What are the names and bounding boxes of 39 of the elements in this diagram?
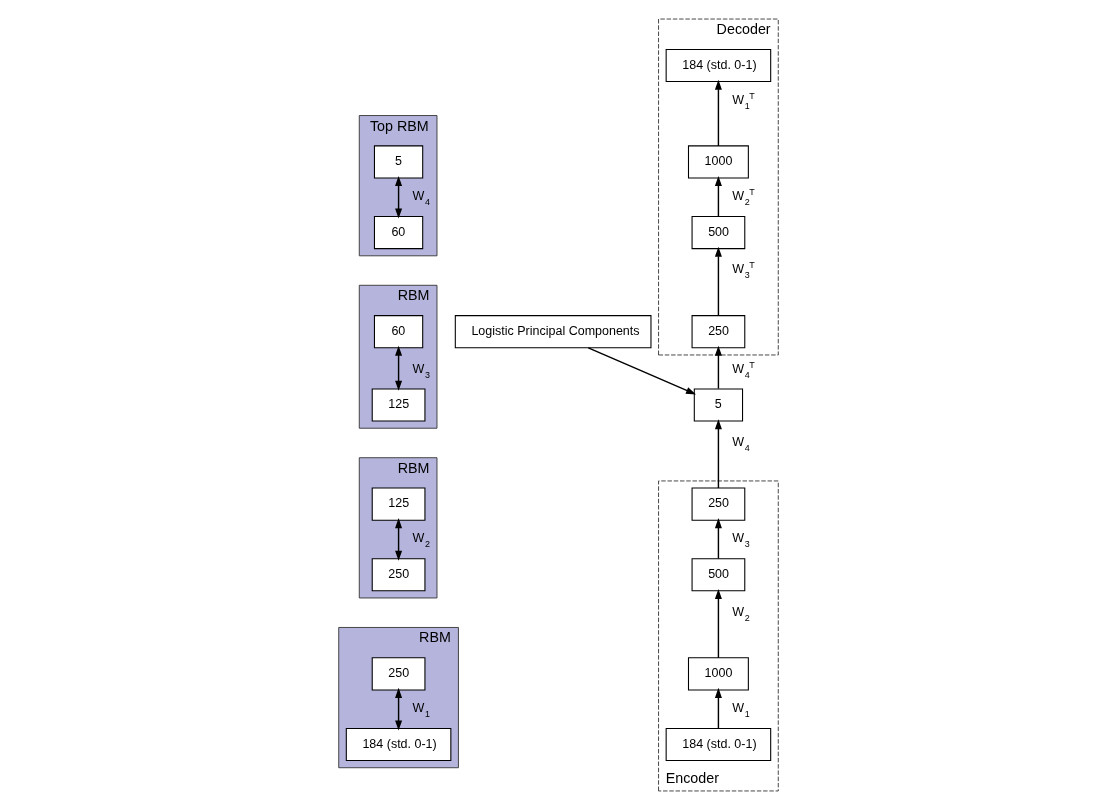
node-box: 125 <box>371 487 426 521</box>
arrow <box>714 687 722 730</box>
arrow <box>714 175 722 218</box>
node-box: 184 (std. 0-1) <box>665 48 772 83</box>
node-box: 5 <box>373 145 424 179</box>
node-box: 184 (std. 0-1) <box>665 727 772 762</box>
node-box: 60 <box>373 215 424 250</box>
edge-label: W$_{4}$ <box>732 434 750 453</box>
node-box: 250 <box>691 315 746 349</box>
arrow <box>714 345 722 390</box>
edge-label: W$_{3}$ <box>732 531 750 550</box>
node-box: 1000 <box>687 657 749 691</box>
node-box: 184 (std. 0-1) <box>345 727 452 762</box>
arrow <box>395 687 403 731</box>
arrow <box>587 347 696 395</box>
arrow <box>714 588 722 659</box>
arrow <box>714 419 722 489</box>
edge-label: W$_{1}$ <box>732 701 750 720</box>
arrow <box>714 246 722 317</box>
node-box: 5 <box>693 388 744 422</box>
node-box: 250 <box>371 657 426 691</box>
edge-label: W$_{3}$ <box>412 361 430 380</box>
arrow <box>714 518 722 560</box>
node-box: 125 <box>371 388 426 422</box>
node-box: 500 <box>691 558 746 592</box>
edge-label: W$_{2}$ <box>412 531 430 550</box>
arrow <box>395 345 403 391</box>
edge-label: W$_{2}$ <box>732 604 750 623</box>
arrow <box>714 79 722 147</box>
arrow <box>395 518 403 561</box>
edge-label: W$_{1}$ <box>412 701 430 720</box>
node-box: 250 <box>691 487 746 521</box>
node-box: 60 <box>373 315 424 349</box>
node-box: 250 <box>371 558 426 592</box>
edge-label: W$_{4}$ <box>412 189 430 208</box>
node-box: 1000 <box>687 145 749 179</box>
arrow <box>395 175 403 219</box>
node-box: 500 <box>691 215 746 250</box>
node-box: Logistic Principal Components <box>454 315 652 349</box>
